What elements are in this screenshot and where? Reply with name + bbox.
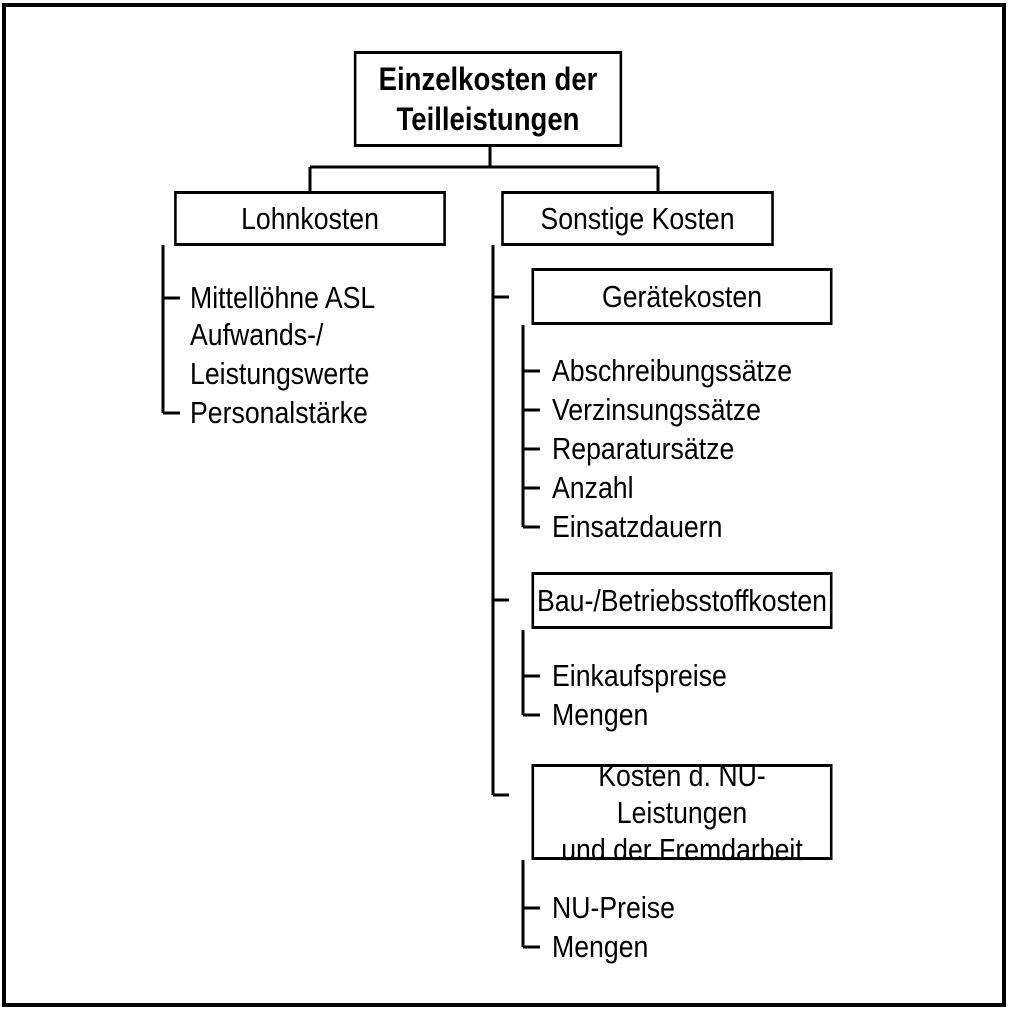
node-einzelkosten: Einzelkosten der Teilleistungen — [353, 51, 623, 147]
diagram-frame — [2, 3, 1006, 1007]
node-sonstige-kosten: Sonstige Kosten — [501, 191, 774, 246]
list-item: Leistungswerte — [190, 356, 370, 391]
node-baustoffkosten: Bau-/Betriebsstoffkosten — [531, 572, 833, 629]
node-lohnkosten-label: Lohnkosten — [241, 201, 379, 236]
node-nu-leistungen: Kosten d. NU-Leistungen und der Fremdarb… — [531, 758, 833, 867]
node-einzelkosten-label: Einzelkosten der Teilleistungen — [378, 61, 598, 137]
list-item: NU-Preise — [552, 890, 675, 925]
list-item: Reparatursätze — [552, 431, 735, 466]
node-nu-leistungen-label: Kosten d. NU-Leistungen und der Fremdarb… — [561, 757, 803, 867]
node-geraetekosten: Gerätekosten — [531, 268, 833, 325]
list-item: Mittellöhne ASL — [190, 280, 376, 315]
list-item: Verzinsungssätze — [552, 392, 761, 427]
list-item: Einsatzdauern — [552, 509, 723, 544]
list-item: Aufwands-/ — [190, 317, 324, 352]
list-item: Personalstärke — [190, 395, 368, 430]
node-geraetekosten-label: Gerätekosten — [601, 279, 763, 314]
node-lohnkosten: Lohnkosten — [174, 191, 446, 246]
list-item: Abschreibungssätze — [552, 353, 793, 388]
list-item: Einkaufspreise — [552, 658, 727, 693]
list-item: Anzahl — [552, 470, 634, 505]
list-item: Mengen — [552, 697, 649, 732]
node-sonstige-kosten-label: Sonstige Kosten — [540, 201, 735, 236]
node-baustoffkosten-label: Bau-/Betriebsstoffkosten — [537, 583, 827, 618]
list-item: Mengen — [552, 929, 649, 964]
